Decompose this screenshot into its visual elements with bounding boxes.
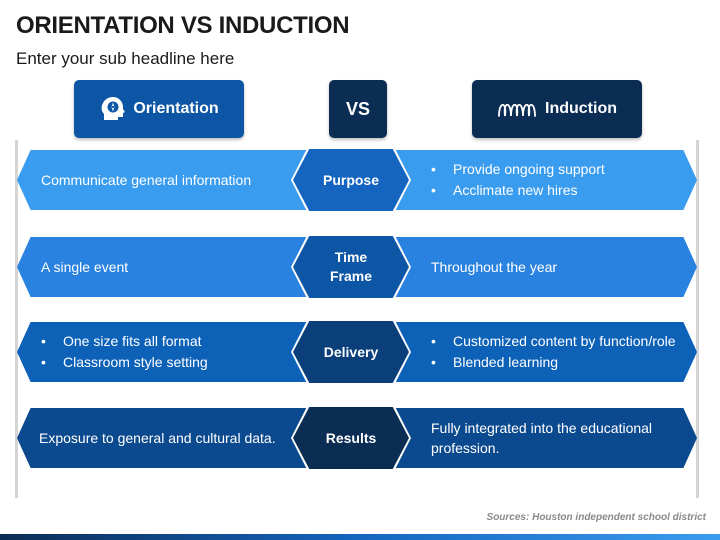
orientation-purpose: Communicate general information [41, 150, 301, 210]
bullet-text: Acclimate new hires [453, 182, 578, 198]
row-label-line: Time [334, 249, 368, 265]
row-label: Purpose [293, 149, 409, 211]
orientation-label: Orientation [133, 100, 219, 117]
hex-layer-1: Purpose [17, 147, 697, 213]
bullet-item: •Provide ongoing support [431, 159, 697, 180]
coil-spring-icon [497, 99, 537, 119]
bullet-item: •Blended learning [431, 352, 697, 373]
right-border-line [696, 140, 699, 498]
induction-results: Fully integrated into the educational pr… [431, 408, 697, 468]
bullet-item: •Acclimate new hires [431, 180, 697, 201]
orientation-results: Exposure to general and cultural data. [39, 408, 309, 468]
bullet-item: •Customized content by function/role [431, 331, 697, 352]
induction-header: Induction [472, 80, 642, 138]
bullet-item: •Classroom style setting [41, 352, 301, 373]
row-label: Delivery [293, 321, 409, 383]
bullet-text: Customized content by function/role [453, 333, 676, 349]
induction-time-frame: Throughout the year [431, 237, 697, 297]
bullet-text: One size fits all format [63, 333, 202, 349]
vs-badge: VS [329, 80, 387, 138]
induction-purpose: •Provide ongoing support •Acclimate new … [431, 150, 697, 210]
cell-text: Exposure to general and cultural data. [39, 430, 276, 446]
row-label-line: Frame [329, 268, 373, 284]
cell-text: Fully integrated into the educational pr… [431, 420, 653, 456]
induction-delivery: •Customized content by function/role •Bl… [431, 322, 697, 382]
cell-text: A single event [41, 259, 129, 275]
induction-label: Induction [545, 100, 617, 117]
bottom-accent-bar [0, 534, 720, 540]
cell-text: Throughout the year [431, 259, 558, 275]
bullet-text: Blended learning [453, 354, 559, 370]
source-note: Sources: Houston independent school dist… [486, 512, 706, 523]
hex-layer-2: Time Frame [17, 234, 697, 300]
bullet-text: Provide ongoing support [453, 161, 605, 177]
left-border-line [15, 140, 18, 498]
page-title: ORIENTATION VS INDUCTION [16, 12, 350, 39]
hex-label-delivery: Delivery [291, 319, 411, 385]
row-label: Time Frame [293, 236, 409, 298]
hex-label-purpose: Purpose [291, 147, 411, 213]
orientation-time-frame: A single event [41, 237, 301, 297]
cell-text: Communicate general information [41, 172, 252, 188]
row-label: Results [293, 407, 409, 469]
hex-label-time-frame: Time Frame [291, 234, 411, 300]
bullet-text: Classroom style setting [63, 354, 208, 370]
orientation-header: Orientation [74, 80, 244, 138]
head-compass-icon [99, 96, 126, 122]
hex-layer-3: Delivery [17, 319, 697, 385]
orientation-delivery: •One size fits all format •Classroom sty… [41, 322, 301, 382]
bullet-item: •One size fits all format [41, 331, 301, 352]
hex-layer-4: Results [17, 405, 697, 471]
page-subtitle: Enter your sub headline here [16, 49, 235, 68]
hex-label-results: Results [291, 405, 411, 471]
